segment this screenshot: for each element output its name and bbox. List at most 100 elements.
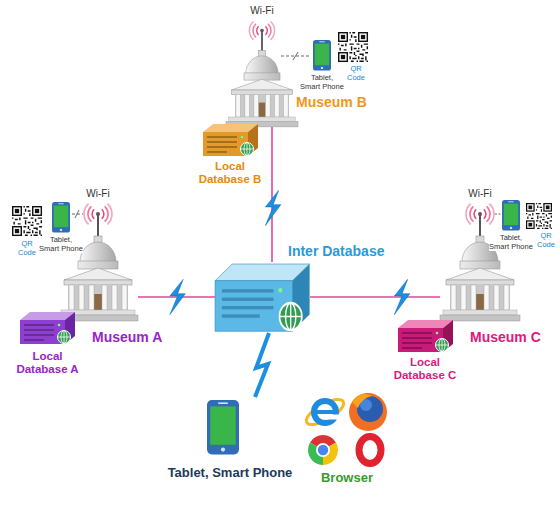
- chrome-logo: [318, 445, 328, 455]
- phone-icon: [313, 40, 331, 71]
- device-label: Tablet, Smart Phone: [39, 236, 83, 253]
- local-database-node: Local Database C: [398, 320, 453, 352]
- server-icon: [20, 312, 75, 344]
- server-icon: [241, 136, 244, 139]
- local-database-node: Local Database A: [20, 312, 75, 344]
- bolt-group: [170, 190, 410, 314]
- firefox-logo: [349, 393, 387, 431]
- server-icon: [24, 329, 54, 331]
- server-icon: [222, 314, 260, 317]
- server-icon: [58, 324, 61, 327]
- server-icon: [278, 288, 282, 293]
- browser-label: Browser: [298, 471, 396, 486]
- server-icon: [241, 143, 254, 156]
- wifi-label: Wi-Fi: [83, 188, 113, 200]
- ie-logo: [326, 415, 342, 420]
- server-icon: [402, 332, 432, 334]
- server-icon: [24, 324, 54, 326]
- database-label: Local Database B: [195, 160, 265, 186]
- server-icon: [402, 347, 422, 349]
- museum-label: Museum A: [92, 330, 162, 346]
- opera-logo: [359, 437, 381, 464]
- wireless-link: [495, 214, 501, 215]
- museum-label: Museum B: [296, 95, 367, 111]
- server-icon: [215, 264, 310, 331]
- device-label: Tablet, Smart Phone: [162, 466, 298, 481]
- firefox-logo: [352, 394, 372, 408]
- network-link: [310, 296, 440, 298]
- connector-group: [138, 127, 440, 397]
- wireless-link: [75, 210, 79, 218]
- server-icon: [58, 331, 71, 344]
- server-icon: [207, 146, 237, 148]
- ie-logo: [311, 398, 339, 426]
- wireless-link: [293, 52, 298, 60]
- museum-label: Museum C: [470, 330, 541, 346]
- server-icon: [24, 339, 44, 341]
- network-link: [271, 127, 273, 262]
- museum-building: [226, 22, 298, 127]
- device-label: Tablet, Smart Phone: [300, 74, 344, 91]
- qr-label: QR Code: [535, 232, 557, 249]
- firefox-logo: [349, 393, 387, 431]
- server-icon: [402, 337, 432, 339]
- chrome-logo: [316, 443, 330, 457]
- wireless-link: [255, 333, 269, 397]
- museum-a-illustration: [11, 202, 138, 321]
- server-icon: [207, 136, 237, 138]
- qr-code: [11, 205, 42, 236]
- qr-label: QR Code: [16, 240, 38, 257]
- qr-code: [525, 202, 552, 229]
- server-icon: [222, 289, 274, 292]
- server-icon: [436, 332, 439, 335]
- opera-logo: [359, 437, 381, 464]
- server-icon: [222, 289, 274, 318]
- qr-code: [337, 31, 368, 62]
- server-icon: [280, 303, 302, 330]
- phone-icon: [502, 200, 520, 231]
- museum-node: Museum A: [58, 200, 138, 321]
- wireless-link: [72, 210, 83, 218]
- server-icon: [24, 324, 54, 341]
- qr-label: QR Code: [345, 65, 367, 82]
- device-label: Tablet, Smart Phone: [489, 234, 533, 251]
- museum-b-illustration: [226, 22, 369, 127]
- browser-icons: [303, 393, 387, 465]
- wifi-label: Wi-Fi: [247, 5, 277, 17]
- museum-node: Museum B: [226, 18, 298, 127]
- ie-logo: [303, 395, 347, 430]
- database-label: Local Database A: [10, 350, 85, 376]
- tablet-icon: [207, 400, 239, 454]
- server-icon: [222, 298, 274, 301]
- server-icon: [207, 141, 237, 143]
- server-icon: [402, 342, 432, 344]
- network-link: [138, 296, 215, 298]
- database-label: Local Database C: [390, 356, 460, 382]
- inter-database-node: Inter Database: [215, 262, 310, 332]
- device-node: Tablet, Smart Phone: [162, 398, 298, 484]
- browser-node: Browser: [298, 393, 396, 469]
- lightning-bolt: [394, 279, 409, 314]
- server-icon: [222, 306, 274, 309]
- server-icon: [207, 136, 237, 153]
- server-icon: [436, 339, 449, 352]
- museum-node: Museum C: [440, 200, 520, 321]
- server-icon: [402, 332, 432, 349]
- wireless-link: [495, 214, 501, 215]
- server-icon: [398, 320, 453, 352]
- lightning-bolt: [265, 190, 280, 225]
- local-database-node: Local Database B: [203, 124, 258, 156]
- database-label: Inter Database: [288, 244, 384, 260]
- server-icon: [24, 334, 54, 336]
- museum-c-illustration: [440, 200, 553, 321]
- wifi-label: Wi-Fi: [465, 188, 495, 200]
- ie-logo: [317, 410, 333, 414]
- server-icon: [207, 151, 227, 153]
- phone-icon: [52, 202, 70, 233]
- chrome-logo: [308, 435, 338, 465]
- server-icon: [203, 124, 258, 156]
